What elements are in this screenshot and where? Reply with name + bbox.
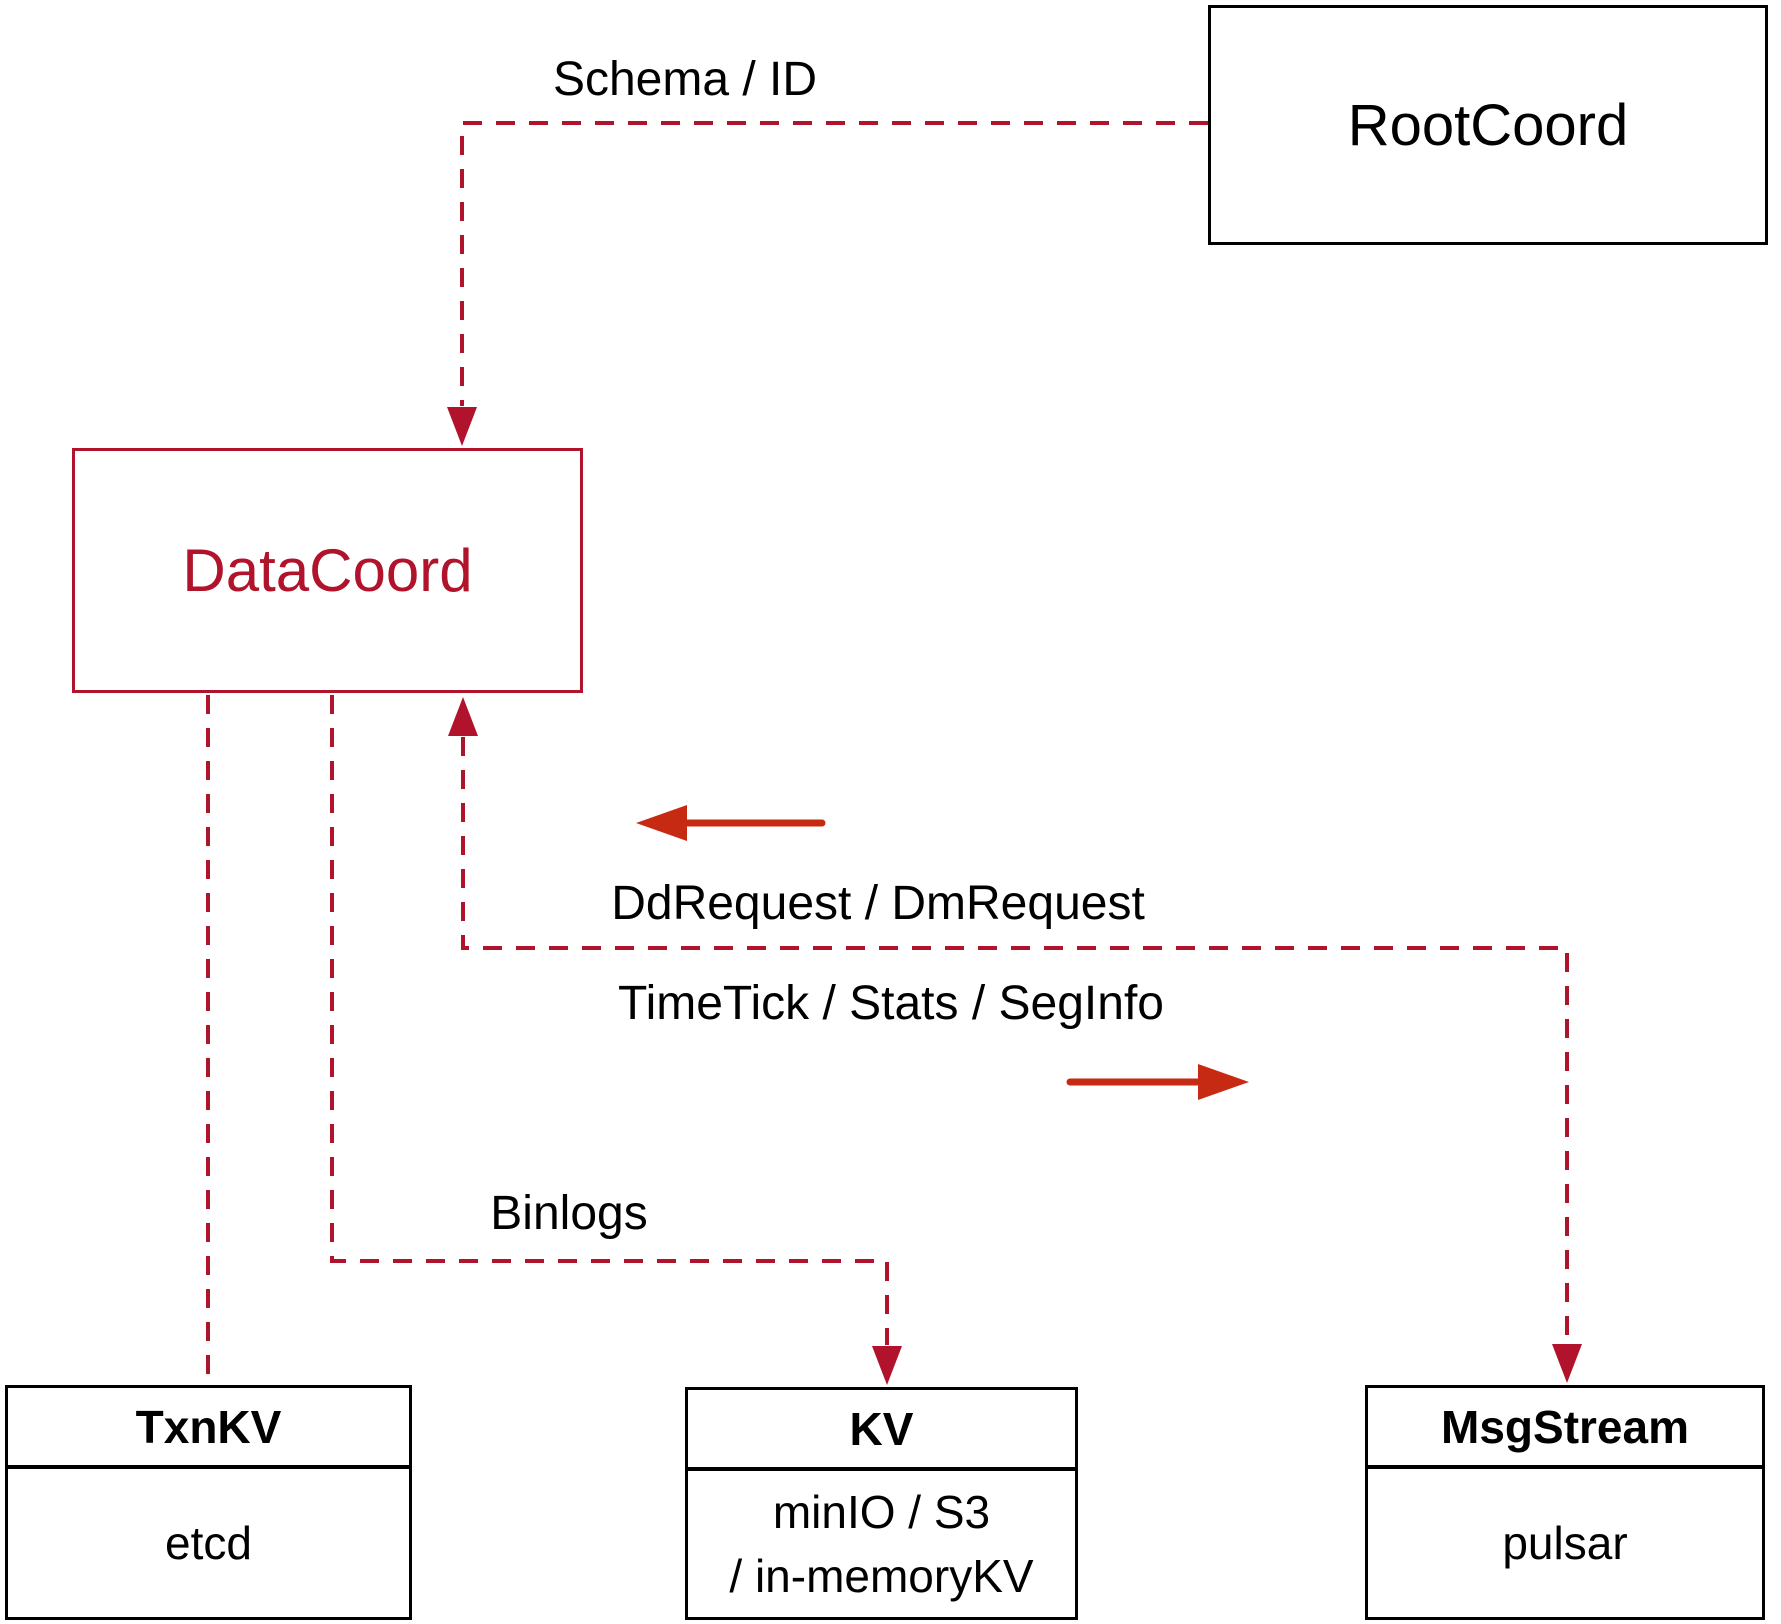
msgstream-title: MsgStream bbox=[1441, 1400, 1689, 1453]
msgstream-body: pulsar bbox=[1368, 1469, 1762, 1617]
txnkv-subtitle: etcd bbox=[165, 1517, 252, 1569]
left-direction-arrow-head bbox=[636, 805, 687, 841]
edge-label-dd-request: DdRequest / DmRequest bbox=[611, 877, 1145, 930]
datacoord-node: DataCoord bbox=[72, 448, 583, 693]
arrowhead-into-kv-top bbox=[872, 1346, 902, 1385]
txnkv-node: TxnKV etcd bbox=[5, 1385, 412, 1620]
edge-label-time-tick: TimeTick / Stats / SegInfo bbox=[618, 977, 1164, 1030]
arrowhead-into-msgstream-top bbox=[1552, 1344, 1582, 1383]
msgstream-subtitle: pulsar bbox=[1502, 1517, 1628, 1569]
msgstream-node: MsgStream pulsar bbox=[1365, 1385, 1765, 1620]
txnkv-header: TxnKV bbox=[8, 1388, 409, 1469]
rootcoord-node: RootCoord bbox=[1208, 5, 1768, 245]
edge-label-binlogs: Binlogs bbox=[490, 1187, 648, 1240]
right-direction-arrow-head bbox=[1198, 1064, 1249, 1100]
kv-body: minIO / S3 / in-memoryKV bbox=[688, 1471, 1075, 1617]
kv-subtitle-line1: minIO / S3 bbox=[772, 1486, 991, 1538]
datacoord-title: DataCoord bbox=[182, 537, 473, 604]
txnkv-title: TxnKV bbox=[135, 1400, 282, 1453]
kv-node: KV minIO / S3 / in-memoryKV bbox=[685, 1387, 1078, 1620]
arrowhead-into-datacoord-bottom bbox=[448, 697, 478, 736]
kv-title: KV bbox=[849, 1402, 914, 1455]
kv-header: KV bbox=[688, 1390, 1075, 1471]
edge-rootcoord-to-datacoord bbox=[460, 121, 1208, 406]
kv-subtitle-line2: / in-memoryKV bbox=[729, 1550, 1034, 1602]
arrowhead-into-datacoord-top bbox=[447, 407, 477, 446]
msgstream-header: MsgStream bbox=[1368, 1388, 1762, 1469]
edge-msgstream-datacoord-bus bbox=[461, 737, 1569, 1343]
edge-label-schema-id: Schema / ID bbox=[552, 53, 818, 106]
txnkv-body: etcd bbox=[8, 1469, 409, 1617]
rootcoord-title: RootCoord bbox=[1347, 92, 1629, 158]
